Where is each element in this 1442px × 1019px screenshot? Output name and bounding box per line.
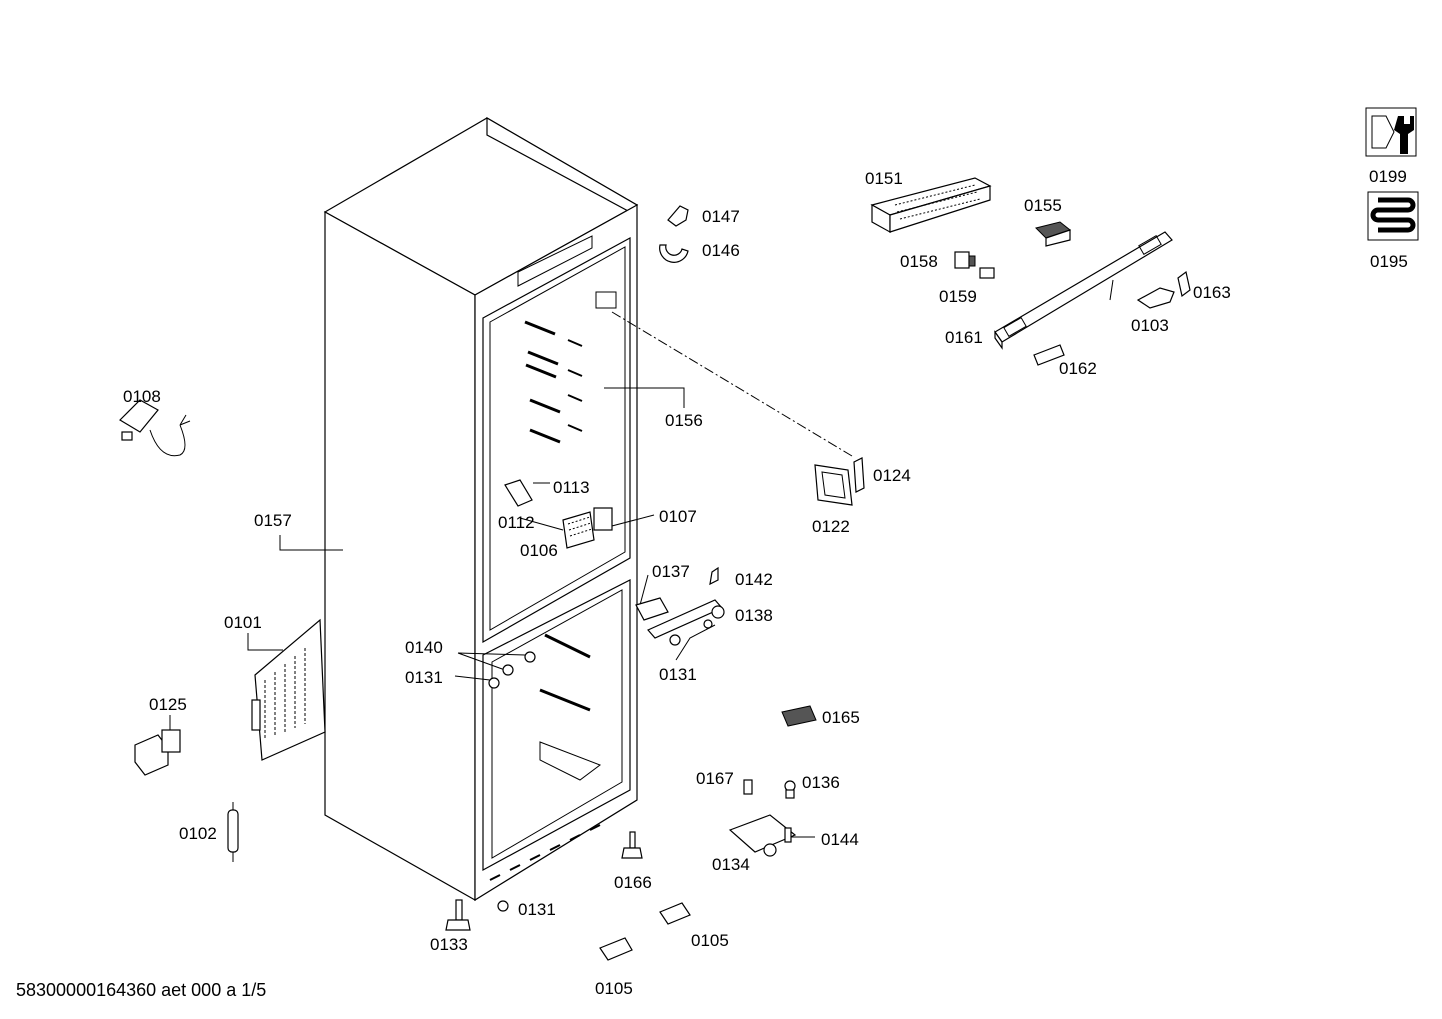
label-0140: 0140 [405, 638, 443, 657]
label-0165: 0165 [822, 708, 860, 727]
label-0101: 0101 [224, 613, 262, 632]
part-0125-thermostat [134, 729, 181, 776]
label-0147: 0147 [702, 207, 740, 226]
label-0162: 0162 [1059, 359, 1097, 378]
label-0108: 0108 [123, 387, 161, 406]
tools-icon [1365, 107, 1417, 157]
label-0125: 0125 [149, 695, 187, 714]
part-0105-bracket-a [659, 902, 691, 925]
part-0122-frame [814, 464, 853, 506]
label-0102: 0102 [179, 824, 217, 843]
part-0103-cap [1136, 287, 1175, 309]
label-0144: 0144 [821, 830, 859, 849]
part-0107-lamp-holder [593, 507, 613, 531]
part-0106-lamp-cover [562, 511, 595, 549]
part-0146-bracket [659, 244, 689, 263]
label-0155: 0155 [1024, 196, 1062, 215]
label-0167: 0167 [696, 769, 734, 788]
label-0131: 0131 [659, 665, 697, 684]
label-0163: 0163 [1193, 283, 1231, 302]
label-0103: 0103 [1131, 316, 1169, 335]
part-0137-hinge-cover [635, 597, 669, 621]
label-0136: 0136 [802, 773, 840, 792]
label-0142: 0142 [735, 570, 773, 589]
label-0131: 0131 [518, 900, 556, 919]
part-0124-holder [853, 457, 865, 493]
part-0158-connector [954, 251, 976, 269]
part-0161-control-strip [994, 231, 1173, 350]
label-0134: 0134 [712, 855, 750, 874]
part-0155-switch [1035, 221, 1072, 247]
fridge-cabinet [323, 116, 853, 902]
label-0112: 0112 [498, 513, 535, 532]
part-0142-pin [709, 566, 719, 586]
part-0105-bracket-b [599, 937, 633, 961]
label-0138: 0138 [735, 606, 773, 625]
heating-coil-icon [1367, 191, 1419, 241]
part-0140-screws [502, 651, 536, 676]
label-0146: 0146 [702, 241, 740, 260]
label-0161: 0161 [945, 328, 983, 347]
part-labels: 0199 0195 0151 0155 0158 0159 0163 0161 … [123, 167, 1408, 998]
part-0167-clip [743, 779, 753, 795]
label-0122: 0122 [812, 517, 850, 536]
label-0159: 0159 [939, 287, 977, 306]
document-code: 58300000164360 aet 000 a 1/5 [16, 980, 267, 1000]
label-0106: 0106 [520, 541, 558, 560]
part-0165-switch [781, 705, 817, 727]
part-0101-evaporator-panel [251, 618, 326, 761]
label-0105: 0105 [595, 979, 633, 998]
label-0166: 0166 [614, 873, 652, 892]
label-0158: 0158 [900, 252, 938, 271]
label-0151: 0151 [865, 169, 903, 188]
part-0136-screw [784, 780, 796, 799]
label-0195: 0195 [1370, 252, 1408, 271]
label-0137: 0137 [652, 562, 690, 581]
part-0159-clip [979, 267, 995, 279]
part-0162-label [1033, 344, 1065, 366]
part-0147-clip [667, 205, 689, 227]
part-0131-plug [488, 677, 509, 912]
label-0133: 0133 [430, 935, 468, 954]
label-0157: 0157 [254, 511, 292, 530]
label-0107: 0107 [659, 507, 697, 526]
part-0102-heater-tube [227, 802, 239, 862]
part-0151-control-housing [870, 177, 992, 234]
label-0124: 0124 [873, 466, 911, 485]
label-0199: 0199 [1369, 167, 1407, 186]
part-0108-power-cord [119, 399, 191, 457]
part-0138-hinge [647, 599, 725, 646]
label-0156: 0156 [665, 411, 703, 430]
part-0113-sensor [504, 479, 533, 507]
leader-lines [169, 279, 1114, 838]
part-0133-foot [445, 899, 471, 931]
label-0131: 0131 [405, 668, 443, 687]
part-0163-cover [1177, 270, 1191, 298]
label-0105: 0105 [691, 931, 729, 950]
part-0144-bottom-hinge [728, 814, 797, 857]
label-0113: 0113 [553, 478, 590, 497]
part-0166-foot [621, 831, 643, 859]
